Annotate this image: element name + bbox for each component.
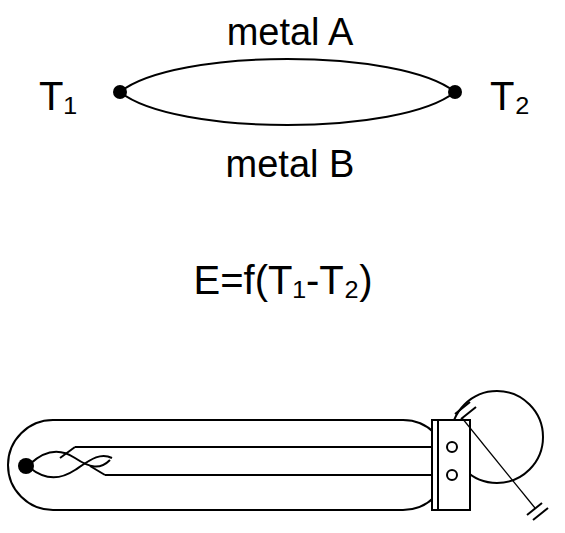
connector-edge xyxy=(437,420,439,510)
metal-label: metal A xyxy=(227,13,354,51)
metal-b-wire xyxy=(120,92,455,125)
thermo-wire xyxy=(90,466,105,475)
terminal xyxy=(447,470,457,480)
temperature-label: T₁ xyxy=(39,76,77,116)
thermocouple-probe xyxy=(8,391,548,520)
metal-label: metal B xyxy=(226,145,355,183)
twisted-wire xyxy=(30,452,110,467)
thermo-wire xyxy=(60,447,75,458)
thermo-wire xyxy=(105,474,440,476)
cover-line xyxy=(462,418,535,508)
junction-dot xyxy=(448,85,462,99)
break-mark xyxy=(461,407,476,419)
connector-block xyxy=(432,420,470,510)
break-mark xyxy=(527,503,542,515)
probe-sheath xyxy=(8,420,448,510)
break-mark xyxy=(533,508,548,520)
metal-a-wire xyxy=(120,59,455,92)
hot-junction-bead xyxy=(18,458,34,474)
formula-label: E=f(T₁-T₂) xyxy=(193,260,372,300)
twisted-wire xyxy=(30,456,112,477)
break-mark xyxy=(455,402,470,414)
thermo-wire xyxy=(75,446,440,448)
temperature-label: T₂ xyxy=(490,76,530,116)
terminal xyxy=(447,442,457,452)
junction-dot xyxy=(113,85,127,99)
